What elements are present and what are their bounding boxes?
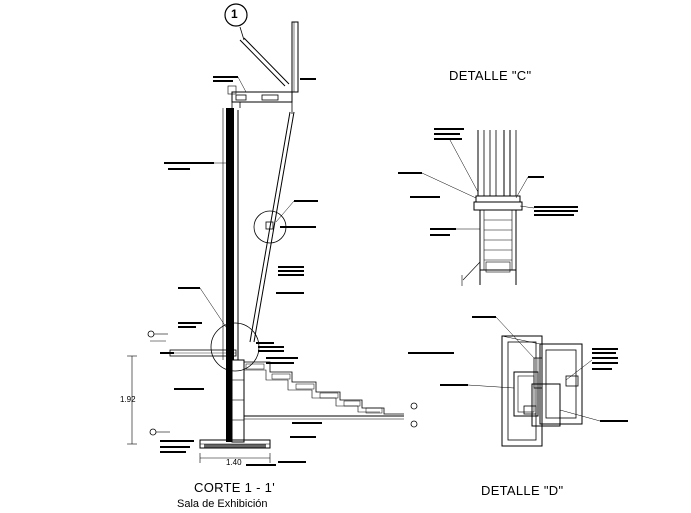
detail-d-title: DETALLE "D" (481, 483, 564, 498)
section-title: CORTE 1 - 1' (194, 480, 275, 495)
section-marker (224, 3, 248, 41)
section-subtitle: Sala de Exhibición (177, 498, 268, 510)
annotation-leaders-main (150, 76, 322, 466)
detail-d-drawing (501, 335, 583, 447)
width-dimension: 1.40 (226, 458, 242, 467)
detail-c-title: DETALLE "C" (449, 68, 532, 83)
height-dimension: 1.92 (120, 395, 136, 404)
section-marker-number: 1 (231, 7, 238, 21)
annotation-leaders-c (398, 128, 578, 236)
annotation-leaders-d (408, 316, 628, 422)
main-section (127, 21, 418, 463)
detail-c-drawing (461, 130, 523, 286)
stepped-risers (244, 361, 404, 420)
